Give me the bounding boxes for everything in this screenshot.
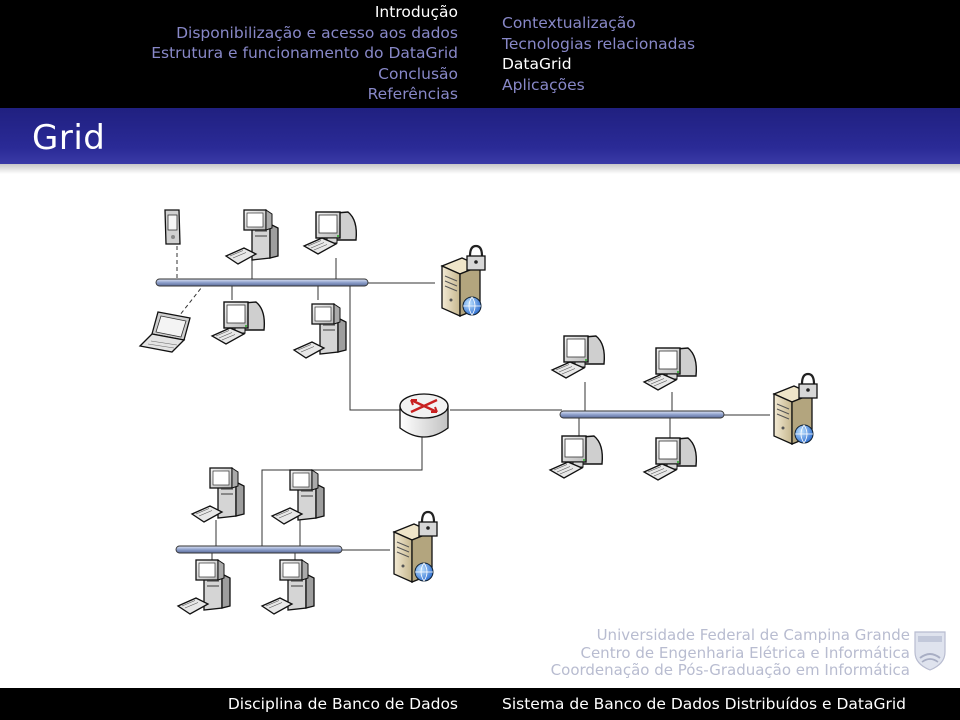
desktop-icon (643, 437, 698, 481)
top-navigation: Introdução Disponibilização e acesso aos… (0, 0, 960, 108)
footer-left: Disciplina de Banco de Dados (0, 688, 472, 720)
desktop-icon (271, 469, 325, 525)
network-bus-lan3 (175, 545, 343, 554)
footer-talk-title: Sistema de Banco de Dados Distribuídos e… (502, 695, 906, 713)
nav-subsection-contextualizacao[interactable]: Contextualização (502, 14, 636, 32)
desktop-icon (303, 211, 358, 255)
footer-bar: Disciplina de Banco de Dados Sistema de … (0, 688, 960, 720)
frame-title: Grid (32, 118, 106, 158)
secure-server-icon (772, 372, 819, 446)
nav-section-estrutura[interactable]: Estrutura e funcionamento do DataGrid (151, 44, 458, 62)
title-shadow (0, 164, 960, 174)
frame-title-bar: Grid (0, 108, 960, 164)
nav-section-introducao[interactable]: Introdução (374, 3, 458, 21)
desktop-icon (177, 559, 231, 615)
subsection-navigation: Contextualização Tecnologias relacionada… (502, 13, 942, 95)
desktop-icon (191, 467, 245, 523)
institution-line: Universidade Federal de Campina Grande (596, 626, 910, 644)
nav-subsection-datagrid[interactable]: DataGrid (502, 55, 572, 73)
grid-network-diagram (139, 209, 819, 615)
footer-course-title: Disciplina de Banco de Dados (227, 695, 458, 713)
nav-section-referencias[interactable]: Referências (367, 85, 458, 103)
pda-icon (164, 209, 181, 245)
desktop-icon (261, 559, 315, 615)
laptop-icon (139, 311, 191, 353)
desktop-icon (643, 347, 698, 391)
network-bus-lan1 (155, 278, 369, 287)
desktop-icon (549, 435, 604, 479)
nav-section-conclusao[interactable]: Conclusão (378, 64, 458, 83)
secure-server-icon (440, 244, 487, 318)
institution-block: Universidade Federal de Campina Grande C… (550, 626, 910, 680)
nav-subsection-tecnologias[interactable]: Tecnologias relacionadas (502, 34, 696, 53)
nav-subsection-aplicacoes[interactable]: Aplicações (502, 75, 585, 94)
secure-server-icon (392, 510, 439, 584)
nav-section-disponibilizacao[interactable]: Disponibilização e acesso aos dados (176, 23, 458, 42)
desktop-icon (211, 301, 266, 345)
institution-line: Coordenação de Pós-Graduação em Informát… (550, 661, 910, 679)
university-logo-icon (914, 631, 946, 671)
desktop-icon (551, 335, 606, 379)
desktop-icon (225, 209, 279, 265)
section-navigation: Introdução Disponibilização e acesso aos… (0, 2, 472, 105)
router-icon (399, 393, 449, 438)
network-bus-lan2 (559, 410, 725, 419)
institution-line: Centro de Engenharia Elétrica e Informát… (580, 643, 910, 662)
desktop-icon (293, 303, 347, 359)
